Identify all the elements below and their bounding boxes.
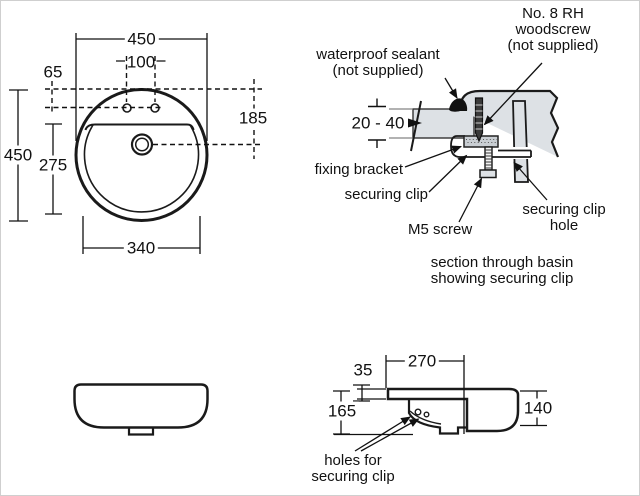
securing-clip-hole-2 [423,411,430,418]
plan-view-drawing [74,88,209,222]
label-woodscrew: No. 8 RH woodscrew (not supplied) [508,6,599,54]
side-view-dimension-lines [333,355,547,452]
caption-line2: showing securing clip [430,270,574,287]
dim-worktop-thickness: 20 - 40 [351,113,405,133]
label-securing-clip-hole: securing clip hole [522,202,605,234]
basin-front-outline [73,383,209,429]
label-woodscrew-line2: woodscrew [515,21,591,38]
leader-holes-1 [354,416,411,452]
dim-overall-depth: 450 [1,145,36,165]
caption-line1: section through basin [430,254,574,271]
dim-rim-thickness: 35 [353,360,373,380]
dim-bowl-height: 165 [324,401,360,421]
leader-holes-2 [360,418,420,452]
waste-hole-inner [134,137,150,152]
basin-side-outline [386,387,520,433]
basin-bowl-inner-outline [83,124,200,213]
plan-view-dimension-lines [9,33,208,254]
dim-tap-centres: 100 [126,52,156,72]
label-waterproof-sealant-line2: (not supplied) [332,62,424,79]
basin-underbowl-outline [407,399,467,435]
label-securing-clip: securing clip [344,186,428,203]
dim-line-rim-thickness [353,384,386,402]
worktop-section [412,108,475,139]
caption-section-through-basin: section through basin showing securing c… [431,255,574,287]
woodscrew-body [474,97,484,143]
leader-securing-clip [428,154,468,193]
front-view-drawing [73,383,209,436]
leader-fixing-bracket [404,145,462,168]
clip-section-drawing [368,62,560,223]
dim-line-bowl-height [333,390,413,436]
m5-screw-section [479,146,497,179]
securing-clip-section [450,135,532,158]
leader-clip-hole [513,161,548,201]
label-holes-for-securing-clip: holes for securing clip [311,453,394,485]
leader-m5-screw [458,177,483,223]
sealant-bead [449,98,468,112]
label-woodscrew-line1: No. 8 RH [522,5,584,22]
leader-woodscrew [483,62,543,126]
label-fixing-bracket: fixing bracket [314,161,403,178]
label-securing-clip-hole-line1: securing clip [522,201,606,218]
waste-hole-outer [130,133,154,156]
m5-screw-head [479,169,497,179]
basin-underbowl-inner-line [409,410,442,425]
m5-screw-threads [485,149,492,169]
woodscrew-threads [475,104,483,130]
label-waterproof-sealant: waterproof sealant (not supplied) [316,47,439,79]
basin-shelf-edge [84,123,195,131]
label-m5-screw: M5 screw [408,221,473,238]
dim-overall-width: 450 [124,29,159,49]
label-woodscrew-line3: (not supplied) [507,37,599,54]
side-view-drawing [386,387,520,435]
label-securing-clip-hole-line2: hole [549,217,579,234]
worktop-break-line [410,100,422,152]
label-waterproof-sealant-line1: waterproof sealant [316,46,440,63]
worktop-edge-extension-lines [389,108,412,139]
dim-rim-width: 270 [404,351,440,371]
dim-arrow-worktop-thickness [408,118,422,128]
dim-marks-worktop-thickness [368,98,386,148]
dim-waste-offset: 185 [235,108,271,128]
basin-front-waste-tab [127,427,155,436]
dim-bowl-depth: 275 [35,155,71,175]
dim-body-height: 140 [520,398,556,418]
dim-tap-offset: 65 [43,62,63,82]
label-holes-line2: securing clip [311,468,395,485]
plan-view-centre-lines [45,56,263,159]
securing-clip-hole-1 [414,408,422,416]
dim-bowl-width: 340 [123,238,159,258]
woodscrew-section [474,97,484,143]
clip-section-leaders [404,62,548,223]
fixing-bracket-stipple [466,139,497,143]
leader-sealant [444,77,458,99]
label-holes-line1: holes for [324,452,382,469]
